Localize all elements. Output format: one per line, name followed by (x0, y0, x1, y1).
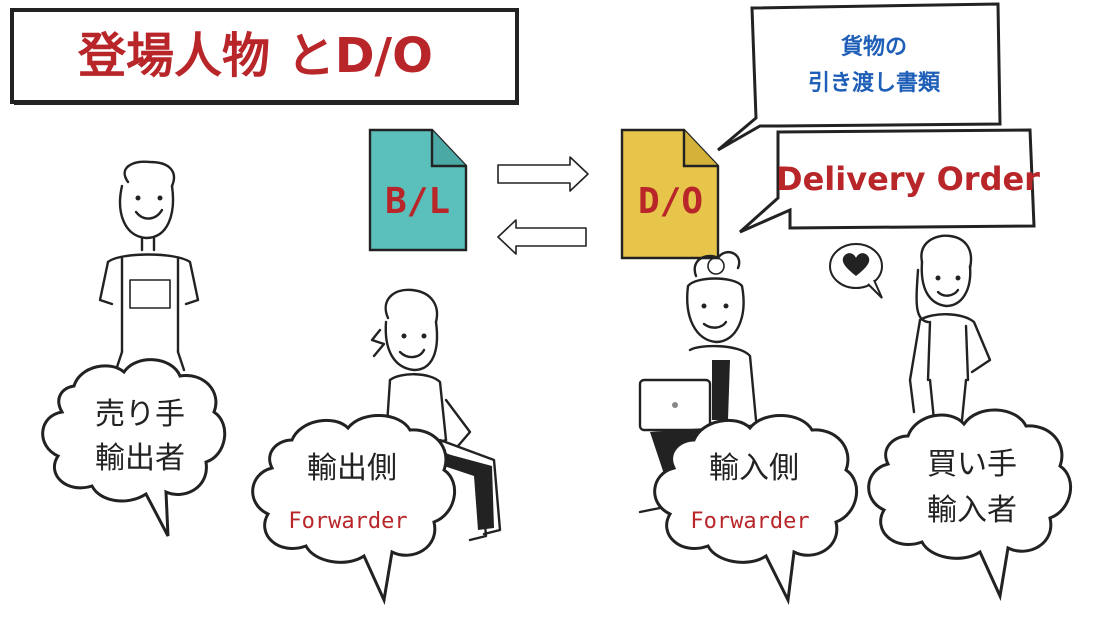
cloud-import-forwarder: 輸入側 Forwarder (653, 414, 858, 606)
cloud-seller: 売り手 輸出者 (41, 358, 227, 537)
cloud-import-line1: 輸入側 (709, 451, 799, 486)
cloud-seller-line1: 売り手 (95, 397, 185, 432)
cloud-export-line2: Forwarder (288, 509, 407, 534)
cloud-buyer-line2: 輸入者 (927, 493, 1017, 528)
callout-red-text: Delivery Order (776, 160, 1040, 198)
cloud-seller-line2: 輸出者 (95, 441, 185, 476)
cloud-buyer: 買い手 輸入者 (867, 408, 1072, 602)
buyer-figure (908, 234, 992, 422)
cloud-buyer-line1: 買い手 (927, 447, 1017, 482)
page-title: 登場人物 とD/O (77, 28, 433, 84)
bl-label: B/L (385, 181, 450, 222)
callout-blue-line1: 貨物の (841, 34, 907, 60)
cloud-export-line1: 輸出側 (307, 451, 397, 486)
cloud-import-line2: Forwarder (690, 509, 809, 534)
title-box: 登場人物 とD/O (10, 8, 519, 105)
heart-bubble (829, 243, 883, 299)
heart-icon (842, 253, 870, 276)
seller-figure (98, 160, 200, 372)
callout-cargo-document: 貨物の 引き渡し書類 (717, 2, 1002, 152)
callout-delivery-order: Delivery Order (738, 128, 1040, 234)
bl-document: B/L (368, 128, 468, 252)
arrow-left-icon (497, 219, 587, 255)
do-document: D/O (620, 128, 720, 260)
callout-blue-line2: 引き渡し書類 (808, 70, 941, 96)
do-label: D/O (638, 181, 703, 222)
cloud-export-forwarder: 輸出側 Forwarder (251, 414, 456, 606)
export-forwarder-figure (370, 288, 502, 542)
arrow-right-icon (497, 156, 589, 192)
